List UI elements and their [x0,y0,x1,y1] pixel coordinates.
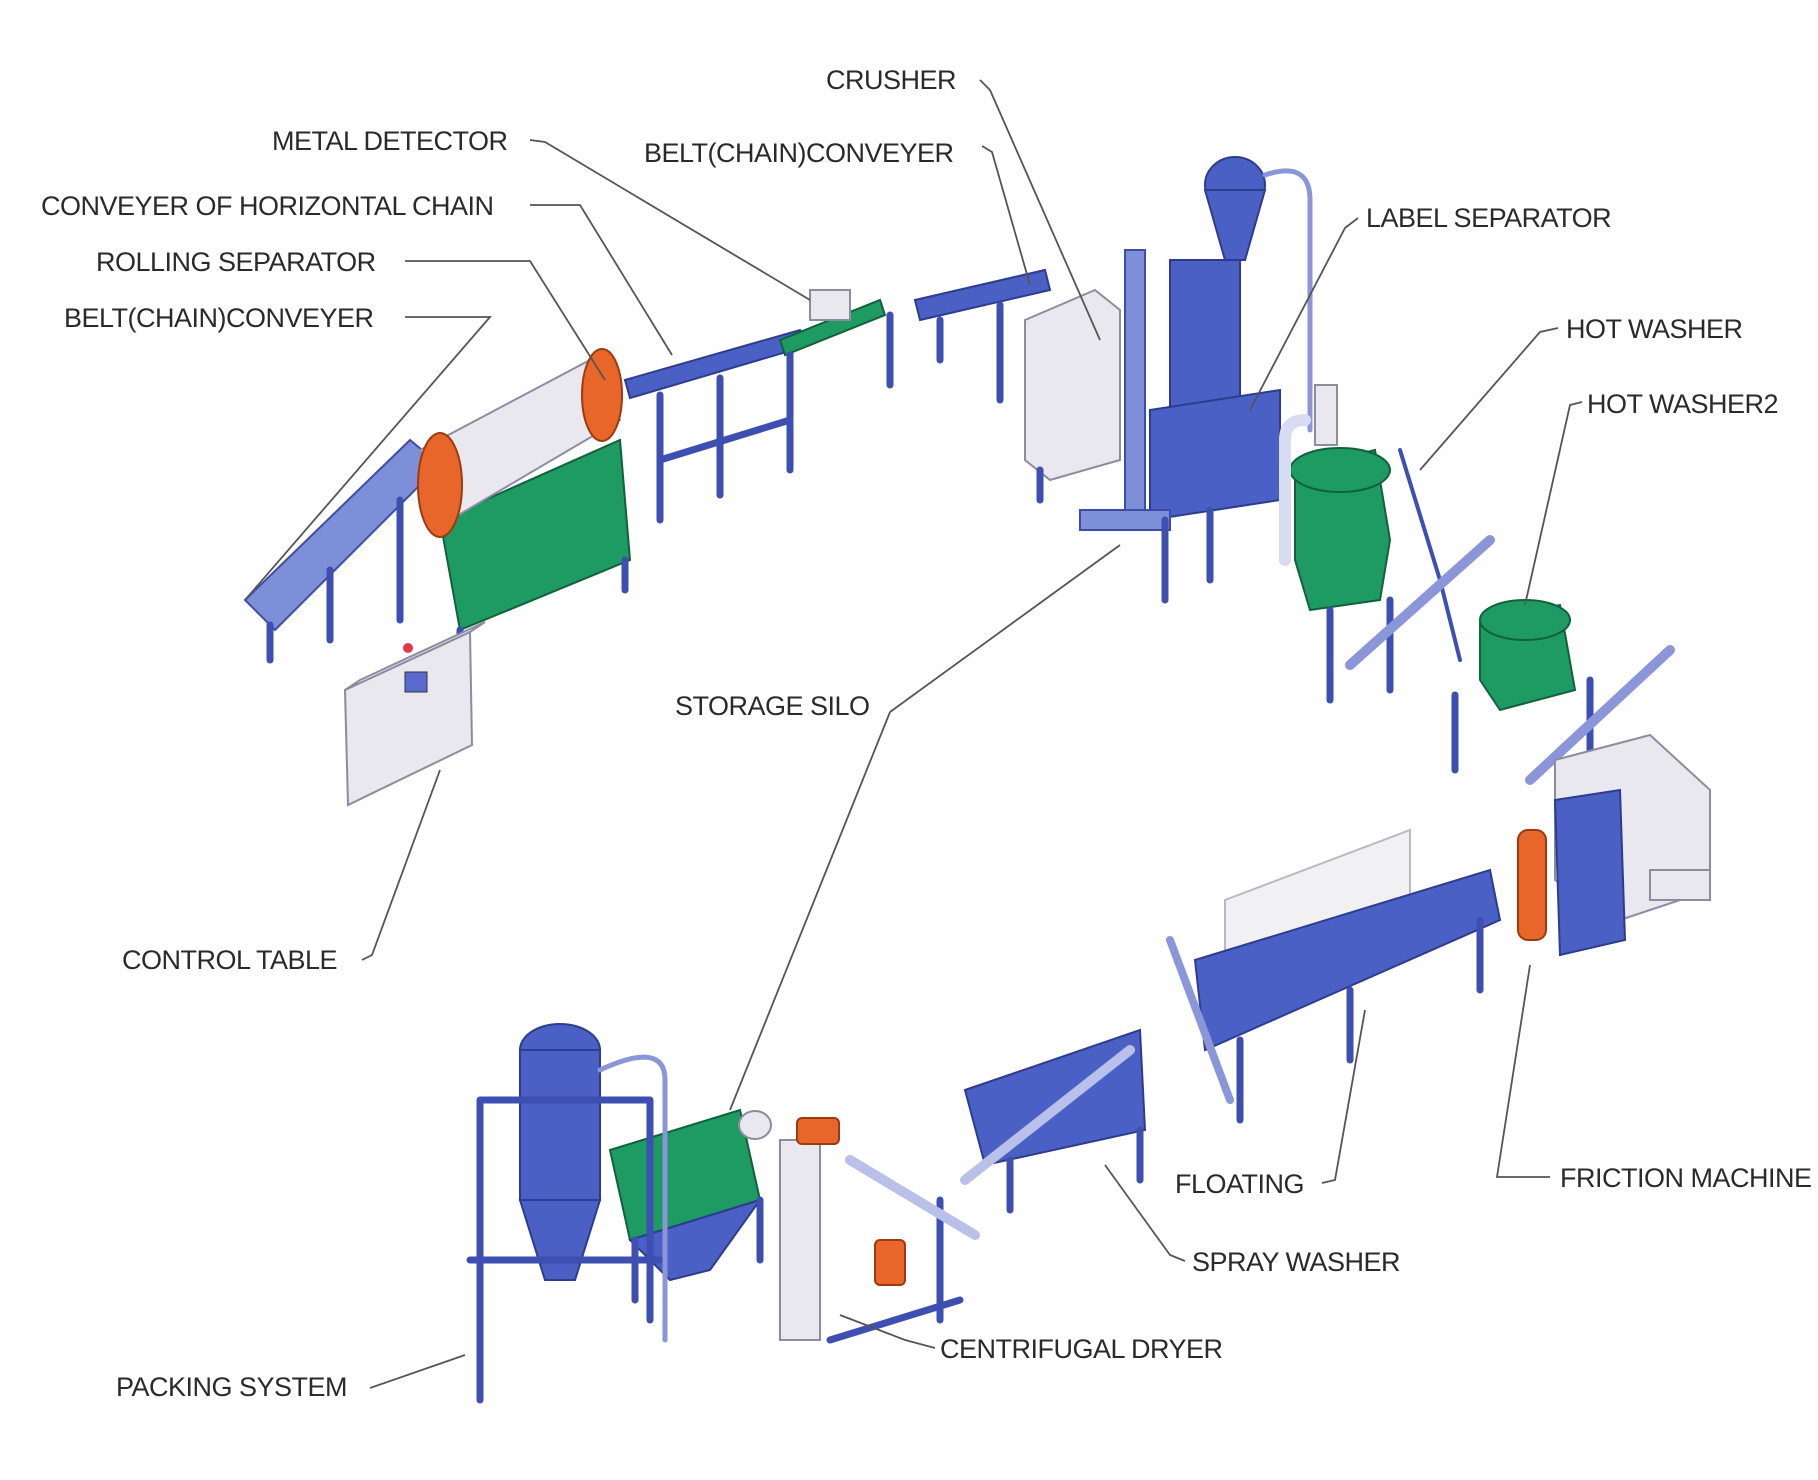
label-belt-conveyer-top: BELT(CHAIN)CONVEYER [644,138,954,168]
label-centrifugal-dryer: CENTRIFUGAL DRYER [940,1334,1223,1364]
control-table-machine [343,621,486,807]
label-belt-conveyer-left: BELT(CHAIN)CONVEYER [64,303,374,333]
belt-conveyer-top-machine [913,268,1052,404]
label-crusher: CRUSHER [826,65,956,95]
label-rolling-separator: ROLLING SEPARATOR [96,247,376,277]
leader-friction-machine [1495,964,1550,1178]
label-floating: FLOATING [1175,1169,1304,1199]
label-metal-detector: METAL DETECTOR [272,126,508,156]
leader-storage-silo-2 [729,711,891,1111]
leader-conveyer-horizontal-chain [530,204,673,356]
friction-machine [1517,733,1711,957]
leader-control-table [361,769,441,961]
belt-conveyer-left-machine [243,438,442,664]
label-label-separator: LABEL SEPARATOR [1366,203,1611,233]
label-hot-washer: HOT WASHER [1566,314,1743,344]
label-storage-silo: STORAGE SILO [675,691,870,721]
label-control-table: CONTROL TABLE [122,945,337,975]
metal-detector-machine [778,289,894,424]
leader-centrifugal-dryer [839,1314,936,1349]
label-hot-washer2: HOT WASHER2 [1587,389,1778,419]
leader-label-separator [1249,217,1359,411]
hot-washer-machine [1279,384,1495,704]
label-friction-machine: FRICTION MACHINE [1560,1163,1812,1193]
centrifugal-dryer-machine [779,1117,980,1344]
leader-crusher [979,79,1101,341]
labels: CRUSHER METAL DETECTOR BELT(CHAIN)CONVEY… [41,65,1812,1402]
storage-silo-machine [608,1108,772,1304]
leader-floating [1321,1009,1366,1184]
leader-metal-detector [529,139,811,301]
leader-hot-washer [1419,327,1559,471]
label-packing-system: PACKING SYSTEM [116,1372,347,1402]
leader-hot-washer2 [1524,401,1583,606]
horizontal-chain-conveyer-machine [623,328,812,524]
leader-spray-washer [1104,1164,1186,1262]
leader-belt-conveyer-top [981,145,1031,286]
hot-washer2-machine [1451,599,1675,785]
packing-system-machine [466,1023,668,1404]
rolling-separator-machine [417,348,632,659]
leader-belt-conveyer-left [244,316,492,601]
leader-rolling-separator [405,260,606,381]
leader-lines [244,79,1583,1389]
crusher-machine [1024,288,1121,504]
floating-tank-machine [1166,828,1502,1124]
leader-packing-system [369,1354,466,1389]
label-spray-washer: SPRAY WASHER [1192,1247,1400,1277]
spray-washer-machine [960,1028,1147,1214]
label-separator-machine [1079,156,1313,604]
label-conveyer-horizontal-chain: CONVEYER OF HORIZONTAL CHAIN [41,191,494,221]
leader-storage-silo-1 [889,544,1121,713]
